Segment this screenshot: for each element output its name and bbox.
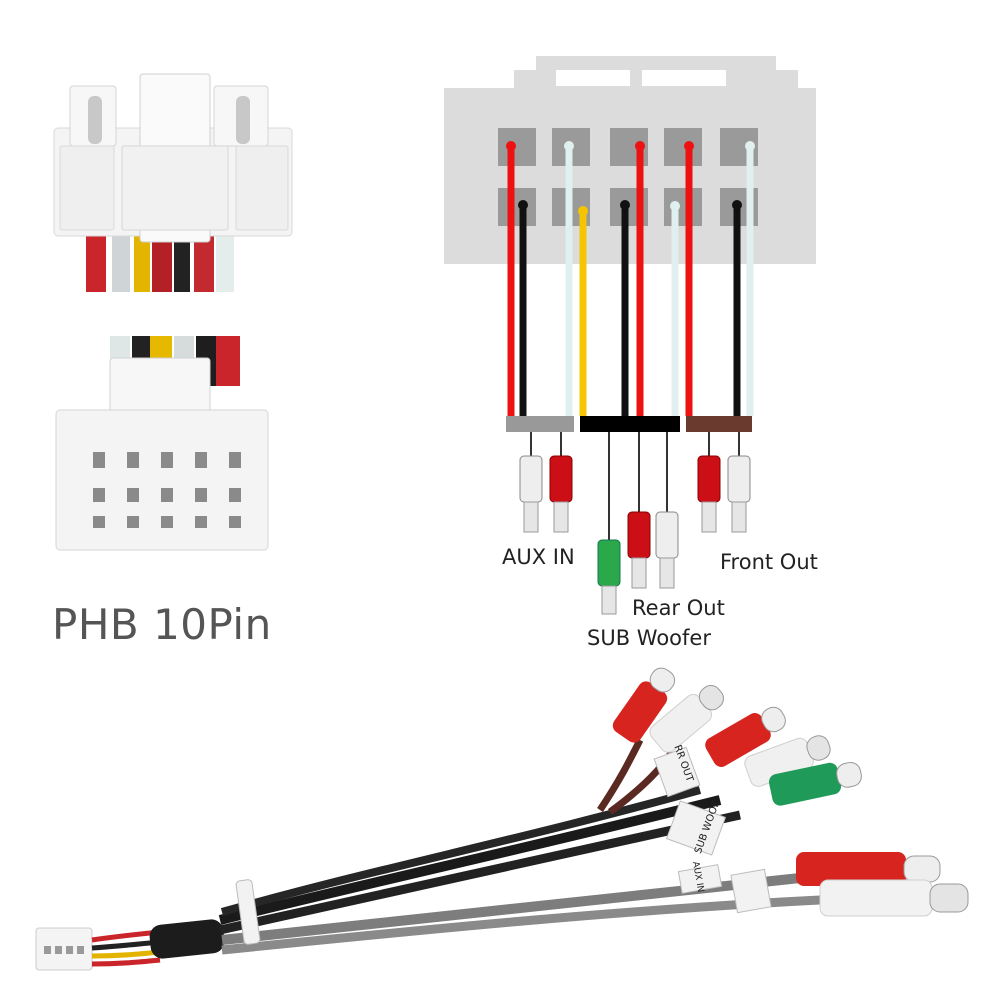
connector-photo-front bbox=[55, 336, 269, 551]
pin-dots bbox=[506, 141, 755, 216]
rca-plug-rear-red bbox=[627, 511, 651, 589]
aux-in-bar bbox=[506, 416, 574, 432]
diagram-wires bbox=[507, 146, 754, 416]
title-phb-10pin: PHB 10Pin bbox=[52, 600, 272, 649]
connector-diagram bbox=[444, 56, 816, 264]
label-rear-out: Rear Out bbox=[632, 596, 725, 620]
label-aux-in: AUX IN bbox=[502, 545, 575, 569]
rca-plug-front-white bbox=[727, 455, 751, 533]
label-sub-woofer: SUB Woofer bbox=[587, 626, 711, 650]
rca-plug-front-red bbox=[697, 455, 721, 533]
label-front-out: Front Out bbox=[720, 550, 818, 574]
rca-plug-aux-red bbox=[549, 455, 573, 533]
connector-photo-side bbox=[53, 73, 293, 292]
cable-photo bbox=[35, 667, 969, 971]
rca-plug-sub-green bbox=[597, 539, 621, 615]
rca-plug-rear-white bbox=[655, 511, 679, 589]
front-out-bar bbox=[686, 416, 752, 432]
rca-plug-aux-white bbox=[519, 455, 543, 533]
rear-out-bar bbox=[580, 416, 680, 432]
